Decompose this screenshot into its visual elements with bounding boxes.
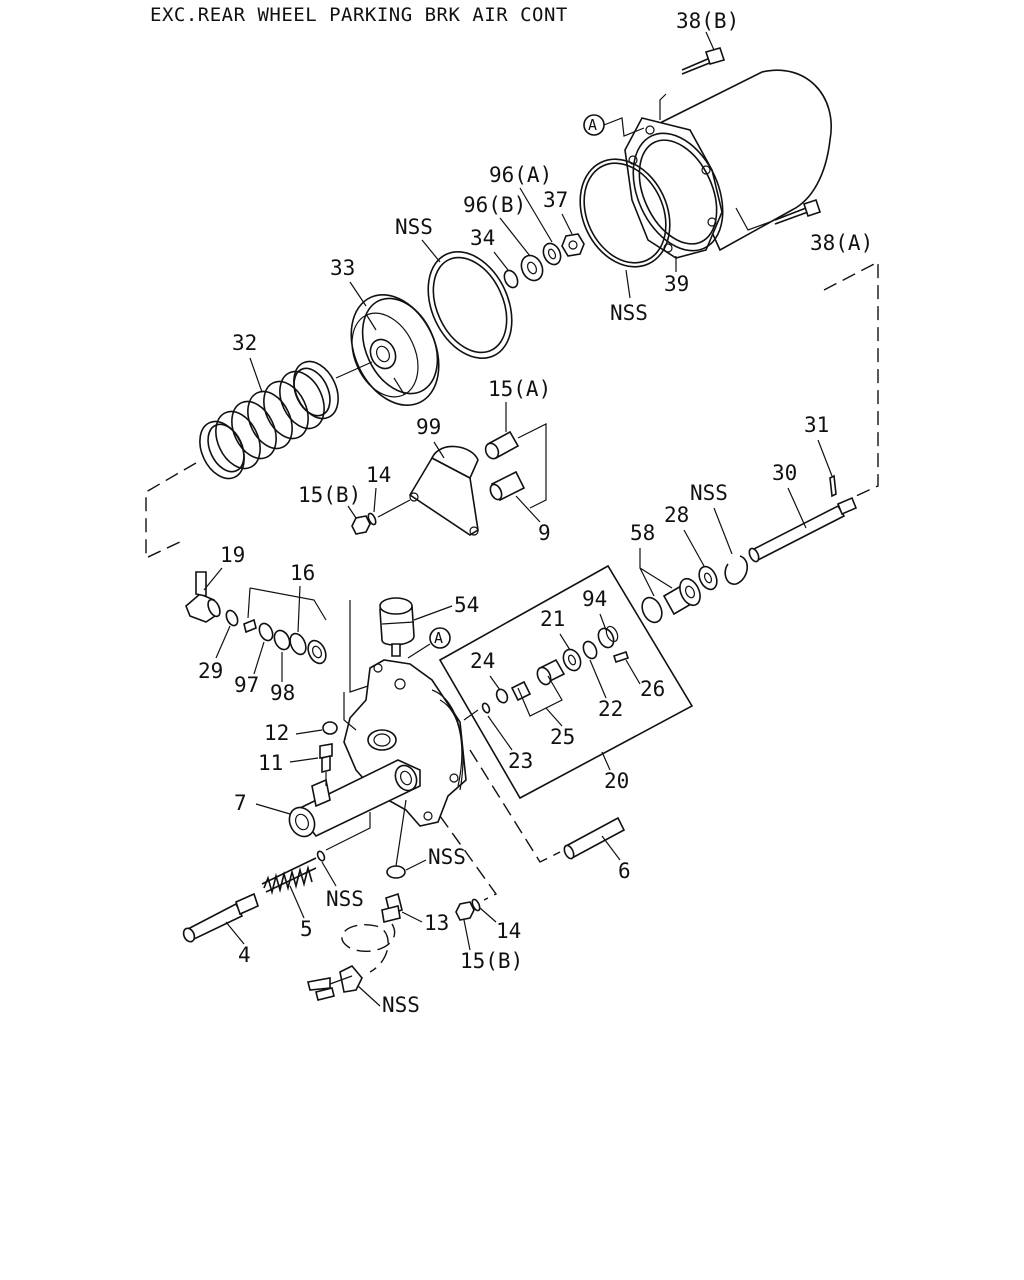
label-58: 58	[630, 521, 655, 545]
plunger-4	[182, 892, 259, 943]
label-nss-spring: NSS	[326, 887, 364, 911]
label-13: 13	[424, 911, 449, 935]
label-94: 94	[582, 587, 607, 611]
valve-parts-21-26	[481, 625, 630, 714]
callout-a-mid-letter: A	[434, 629, 443, 647]
label-99: 99	[416, 415, 441, 439]
washer-14-bottom	[471, 898, 481, 912]
label-28: 28	[664, 503, 689, 527]
diagram-title: EXC.REAR WHEEL PARKING BRK AIR CONT	[150, 4, 568, 26]
o-ring-nss-spring	[316, 850, 326, 862]
label-4: 4	[238, 943, 251, 967]
label-32: 32	[232, 331, 257, 355]
bolt-38a	[774, 198, 822, 225]
label-39: 39	[664, 272, 689, 296]
label-20: 20	[604, 769, 629, 793]
valve-body	[288, 659, 467, 838]
label-26: 26	[640, 677, 665, 701]
label-54: 54	[454, 593, 479, 617]
label-6: 6	[618, 859, 631, 883]
label-37: 37	[543, 188, 568, 212]
connector-nss-bottom	[307, 965, 363, 1001]
label-98: 98	[270, 681, 295, 705]
bushing-15a	[484, 430, 520, 460]
reference-line-bottom	[439, 815, 498, 901]
label-15b-top: 15(B)	[298, 483, 361, 507]
hose-line	[341, 923, 396, 973]
nut-15b-bottom	[455, 901, 475, 921]
label-38b: 38(B)	[676, 9, 739, 33]
label-nss-clip: NSS	[690, 481, 728, 505]
seal-ring-nss	[427, 250, 513, 360]
label-15a: 15(A)	[488, 377, 551, 401]
elbow-fitting-19	[185, 571, 221, 623]
label-14-bottom: 14	[496, 919, 521, 943]
label-nss-mid: NSS	[428, 845, 466, 869]
reference-line-right	[823, 260, 879, 497]
fitting-11	[319, 743, 333, 774]
washer-96b	[520, 254, 544, 282]
label-nss-bottom: NSS	[382, 993, 420, 1017]
nut-37	[561, 233, 585, 257]
push-rod-30	[748, 496, 858, 563]
label-21: 21	[540, 607, 565, 631]
label-34: 34	[470, 226, 495, 250]
label-nss-ring: NSS	[610, 301, 648, 325]
diaphragm-plate-33	[350, 293, 440, 407]
snap-clip-nss	[724, 555, 748, 585]
label-14-top: 14	[366, 463, 391, 487]
label-nss-top: NSS	[395, 215, 433, 239]
label-22: 22	[598, 697, 623, 721]
callout-a-mid	[429, 627, 451, 649]
pin-31	[829, 474, 837, 498]
part-34	[503, 269, 519, 289]
label-7: 7	[234, 791, 247, 815]
subassembly-box-20	[438, 564, 694, 800]
label-29: 29	[198, 659, 223, 683]
label-24: 24	[470, 649, 495, 673]
label-9: 9	[538, 521, 551, 545]
label-31: 31	[804, 413, 829, 437]
label-11: 11	[258, 751, 283, 775]
washer-96a	[542, 242, 562, 266]
washer-14-top	[367, 512, 377, 526]
label-16: 16	[290, 561, 315, 585]
pin-9	[489, 470, 526, 502]
spring-5	[261, 857, 317, 896]
cap-54	[379, 597, 415, 657]
label-12: 12	[264, 721, 289, 745]
fitting-13	[381, 892, 403, 923]
cap-12	[322, 721, 338, 735]
bracket-99	[408, 445, 479, 536]
reference-line-pin	[469, 749, 561, 863]
label-5: 5	[300, 917, 313, 941]
label-30: 30	[772, 461, 797, 485]
nut-15b-top	[351, 515, 371, 535]
label-15b-bottom: 15(B)	[460, 949, 523, 973]
label-25: 25	[550, 725, 575, 749]
cylinder-housing-39	[624, 69, 832, 259]
callout-a-top-letter: A	[588, 116, 597, 134]
label-23: 23	[508, 749, 533, 773]
label-33: 33	[330, 256, 355, 280]
o-ring-nss	[579, 158, 671, 268]
label-97: 97	[234, 673, 259, 697]
coil-spring-32	[199, 360, 339, 480]
pin-6	[563, 816, 626, 860]
washer-nss-mid	[386, 865, 406, 879]
label-19: 19	[220, 543, 245, 567]
reference-line-left	[145, 462, 197, 560]
label-38a: 38(A)	[810, 231, 873, 255]
bolt-38b	[681, 47, 726, 75]
piston-58	[641, 577, 701, 624]
washer-28	[698, 565, 718, 591]
label-96b: 96(B)	[463, 193, 526, 217]
valve-16	[243, 618, 327, 665]
label-96a: 96(A)	[489, 163, 552, 187]
o-ring-29	[225, 609, 239, 627]
